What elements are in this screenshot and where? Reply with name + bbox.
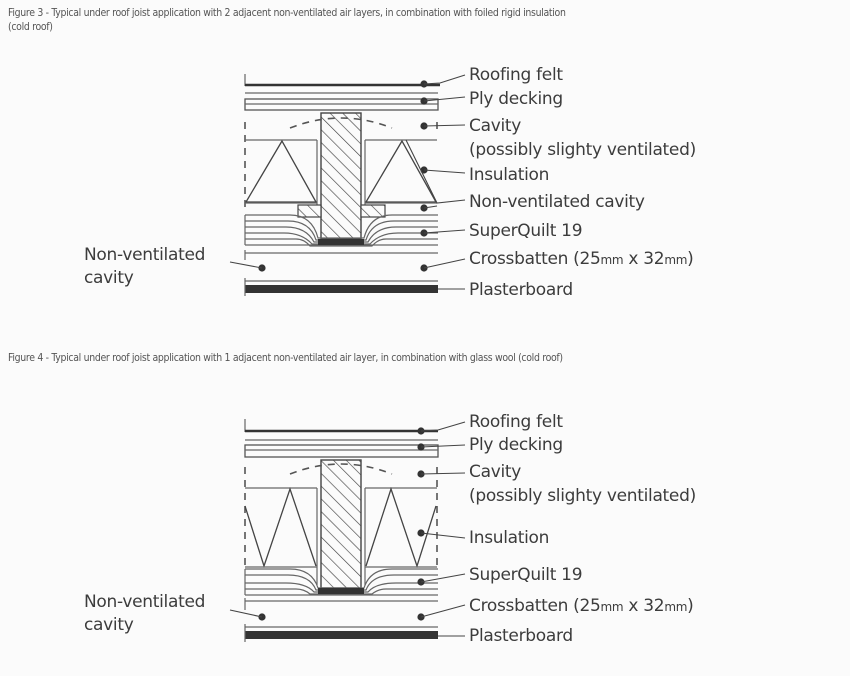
label-roofing-felt: Roofing felt xyxy=(469,65,563,85)
label-non-ventilated-cavity: Non-ventilated cavity xyxy=(469,192,645,212)
ply-decking-layer xyxy=(244,92,439,111)
figure-4-diagram: Roofing felt Ply decking Cavity (possibl… xyxy=(84,412,696,646)
label-insulation: Insulation xyxy=(469,528,549,548)
label-roofing-felt: Roofing felt xyxy=(469,412,563,432)
label-left-cavity: cavity xyxy=(84,268,134,288)
timber-joist xyxy=(320,112,362,240)
figure-4-caption: Figure 4 - Typical under roof joist appl… xyxy=(8,353,563,364)
ply-decking-layer xyxy=(244,439,439,458)
insulation-zigzag xyxy=(244,486,437,569)
label-plasterboard: Plasterboard xyxy=(469,280,573,300)
figure-3-diagram: Roofing felt Ply decking Cavity (possibl… xyxy=(84,65,696,300)
figure-4-leaders xyxy=(229,421,466,637)
label-crossbatten: Crossbatten (25mm x 32mm) xyxy=(469,249,693,269)
label-ply-decking: Ply decking xyxy=(469,435,563,455)
airflow-arc xyxy=(289,463,393,475)
label-superquilt: SuperQuilt 19 xyxy=(469,565,582,585)
plasterboard-layer xyxy=(244,624,438,642)
label-left-non-ventilated: Non-ventilated xyxy=(84,592,205,612)
label-cavity-note: (possibly slighty ventilated) xyxy=(469,140,696,160)
label-left-non-ventilated: Non-ventilated xyxy=(84,245,205,265)
superquilt-layers xyxy=(244,214,438,247)
roofing-felt-layer xyxy=(244,419,438,433)
insulation-triangles xyxy=(244,139,438,204)
label-insulation: Insulation xyxy=(469,165,549,185)
plasterboard-layer xyxy=(244,278,438,296)
airflow-arc xyxy=(289,117,393,129)
figure-3-caption: Figure 3 - Typical under roof joist appl… xyxy=(8,8,566,19)
label-cavity: Cavity xyxy=(469,116,521,136)
label-left-cavity: cavity xyxy=(84,615,134,635)
superquilt-layers xyxy=(244,568,438,596)
figure-3-leaders xyxy=(229,74,466,290)
label-superquilt: SuperQuilt 19 xyxy=(469,221,582,241)
timber-joist xyxy=(320,459,362,589)
label-plasterboard: Plasterboard xyxy=(469,626,573,646)
roofing-felt-layer xyxy=(244,74,440,87)
figure-3-caption-line2: (cold roof) xyxy=(8,22,53,33)
label-cavity-note: (possibly slighty ventilated) xyxy=(469,486,696,506)
batten-block-left xyxy=(297,204,322,218)
label-cavity: Cavity xyxy=(469,462,521,482)
batten-block-right xyxy=(360,204,386,218)
label-ply-decking: Ply decking xyxy=(469,89,563,109)
label-crossbatten: Crossbatten (25mm x 32mm) xyxy=(469,596,693,616)
